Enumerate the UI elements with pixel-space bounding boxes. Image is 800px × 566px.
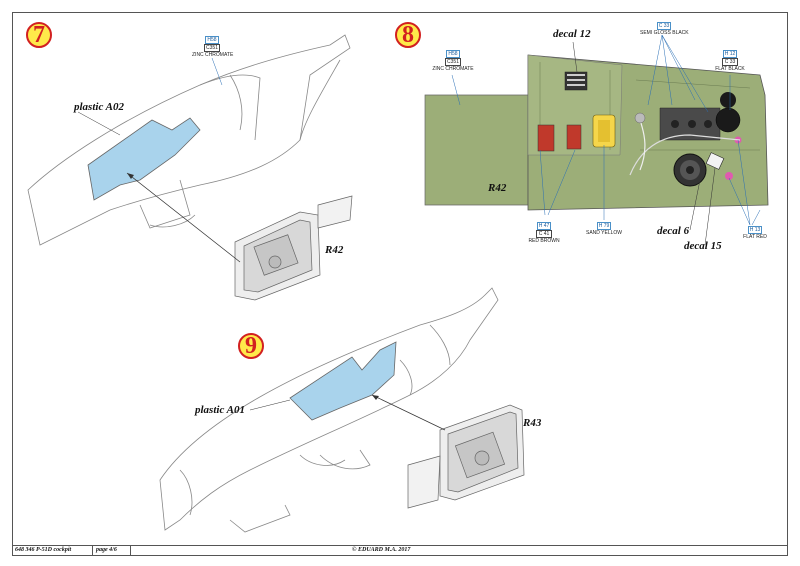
paint-code-h12: H 12	[722, 50, 738, 58]
paint-zinc-chromate-step8: H58 C351 ZINC CHROMATE	[432, 50, 474, 72]
paint-red-brown: H 47 C 41 RED BROWN	[526, 222, 562, 244]
step-7-number: 7	[33, 21, 45, 48]
paint-name: SAND YELLOW	[585, 230, 623, 236]
paint-code-c351: C351	[204, 44, 220, 52]
paint-flat-black: H 12 C 33 FLAT BLACK	[712, 50, 748, 72]
paint-name: FLAT RED	[743, 234, 767, 240]
step9-highlight-panel	[289, 341, 397, 421]
paint-sand-yellow: H 79 SAND YELLOW	[584, 222, 624, 236]
paint-name: ZINC CHROMATE	[192, 52, 234, 58]
paint-code-h47: H 47	[536, 222, 552, 230]
paint-name: FLAT BLACK	[715, 66, 745, 72]
paint-name: RED BROWN	[528, 238, 560, 244]
callout-decal-15: decal 15	[684, 240, 722, 252]
footer-bar: 648 346 P-51D cockpit page 4/6 © EDUARD …	[12, 545, 788, 556]
step-8-number: 8	[402, 21, 414, 48]
footer-divider	[130, 546, 131, 555]
paint-code-h13: H 13	[747, 226, 763, 234]
page-frame	[12, 12, 788, 556]
step7-highlight-panel	[87, 117, 201, 201]
step9-panel-part	[407, 404, 525, 509]
footer-page: page 4/6	[96, 547, 117, 553]
paint-code-c33: C 33	[656, 22, 672, 30]
callout-decal-6: decal 6	[657, 225, 690, 237]
step7-leader-arrow	[126, 172, 241, 263]
footer-kit-code: 648 346 P-51D cockpit	[15, 547, 72, 553]
paint-flat-red: H 13 FLAT RED	[740, 226, 770, 240]
paint-code-c33: C 33	[722, 58, 738, 66]
paint-semi-gloss-black: C 33 SEMI GLOSS BLACK	[640, 22, 689, 36]
step7-panel-part	[234, 195, 353, 301]
step-8-badge: 8	[395, 22, 421, 48]
paint-zinc-chromate-step7: H58 C351 ZINC CHROMATE	[192, 36, 234, 58]
paint-code-h58: H58	[205, 36, 219, 44]
callout-r43: R43	[523, 417, 542, 429]
callout-r42-step8: R42	[488, 182, 507, 194]
step-9-number: 9	[245, 332, 257, 359]
paint-code-c351: C351	[445, 58, 461, 66]
paint-name: ZINC CHROMATE	[432, 66, 474, 72]
callout-decal-12: decal 12	[553, 28, 591, 40]
paint-code-h58: H58	[446, 50, 460, 58]
step8-cockpit-panel	[424, 54, 769, 211]
step-7-badge: 7	[26, 22, 52, 48]
step-9-badge: 9	[238, 333, 264, 359]
callout-r42-step7: R42	[325, 244, 344, 256]
footer-copyright: © EDUARD M.A. 2017	[352, 547, 411, 553]
paint-name: SEMI GLOSS BLACK	[640, 30, 689, 36]
step8-leaders	[451, 34, 761, 226]
callout-plastic-a02: plastic A02	[74, 101, 125, 113]
paint-code-c41: C 41	[536, 230, 552, 238]
callout-plastic-a01: plastic A01	[195, 404, 246, 416]
footer-divider	[92, 546, 93, 555]
paint-code-h79: H 79	[596, 222, 612, 230]
step9-leader-arrow	[371, 394, 446, 431]
